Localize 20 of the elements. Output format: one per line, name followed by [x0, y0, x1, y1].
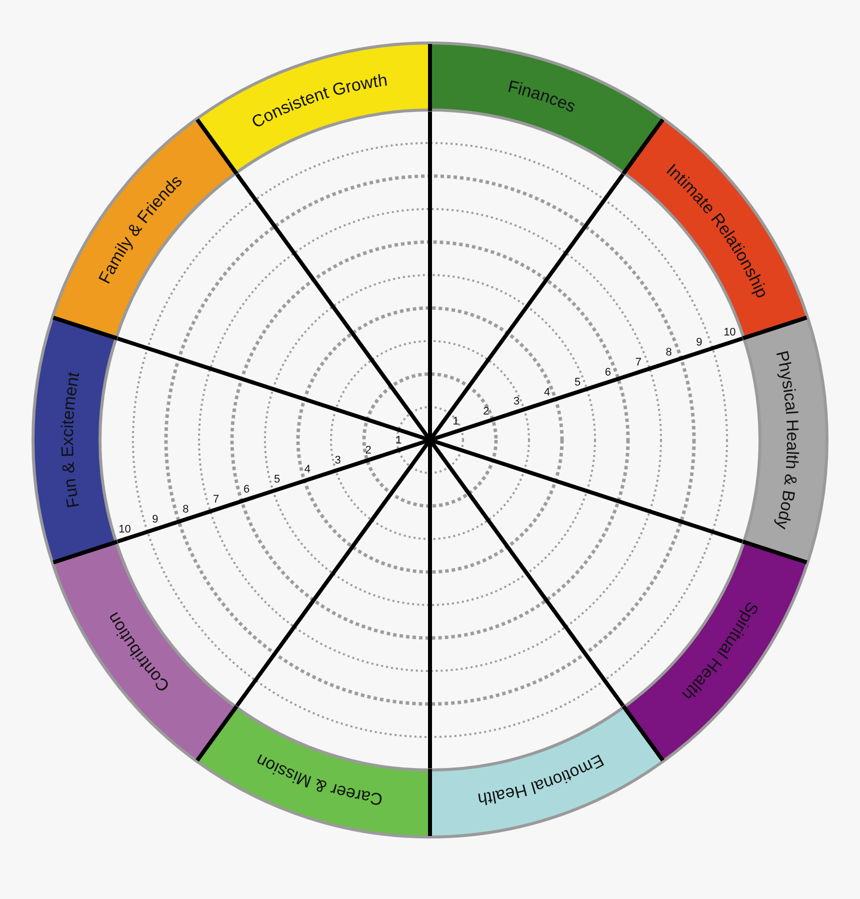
scale-number: 10 [118, 524, 131, 536]
scale-number: 6 [604, 367, 611, 378]
scale-number: 1 [396, 435, 402, 446]
scale-number: 6 [243, 484, 250, 496]
scale-number: 8 [666, 348, 672, 358]
scale-number: 1 [452, 416, 459, 428]
scale-number: 5 [274, 474, 280, 486]
scale-number: 9 [152, 514, 158, 526]
scale-number: 2 [365, 445, 372, 456]
scale-number: 7 [213, 494, 220, 506]
scale-number: 8 [182, 504, 189, 516]
scale-number: 3 [334, 455, 341, 466]
scale-number: 4 [304, 464, 310, 476]
scale-number: 7 [635, 357, 642, 368]
scale-number: 3 [514, 396, 520, 408]
scale-number: 10 [724, 328, 736, 339]
scale-number: 4 [544, 387, 550, 398]
scale-number: 2 [483, 406, 490, 418]
scale-number: 9 [696, 338, 702, 349]
scale-number: 5 [574, 377, 581, 388]
